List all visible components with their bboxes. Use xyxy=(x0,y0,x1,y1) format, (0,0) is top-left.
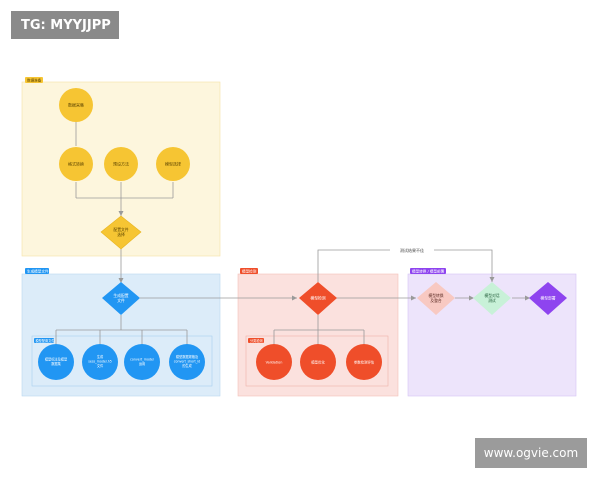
watermark-top-left: TG: MYYJJPP xyxy=(11,11,119,39)
node-transform: 模型转换 及整合 xyxy=(417,282,455,315)
svg-text:模型数据规格及: 模型数据规格及 xyxy=(176,354,199,359)
node-format: 格式转换 xyxy=(59,147,93,181)
svg-text:的生成: 的生成 xyxy=(182,363,192,368)
group-gen-sub-tag xyxy=(34,338,54,343)
svg-text:测试: 测试 xyxy=(488,298,496,303)
group-gen-label: 生成模型文件 xyxy=(27,269,49,274)
svg-text:sess_model.h5: sess_model.h5 xyxy=(88,360,112,364)
node-method: 预设方法 xyxy=(104,147,138,181)
group-gen-tag xyxy=(25,268,49,274)
svg-text:convert_model: convert_model xyxy=(130,358,154,362)
feedback-label-bg xyxy=(390,245,434,255)
connectors xyxy=(55,122,530,345)
node-deploy-test: 模型对话 测试 xyxy=(473,282,511,315)
svg-text:运用: 运用 xyxy=(139,361,145,366)
node-collect: 数据采集 xyxy=(59,88,93,122)
group-prep-label: 数据准备 xyxy=(27,78,42,83)
group-convert xyxy=(407,273,577,397)
group-check-sub-label: 分类检测 xyxy=(250,338,263,343)
group-gen-sub xyxy=(31,335,213,387)
node-c3: convert_model 运用 xyxy=(124,344,160,380)
node-d3: 参数检测评估 xyxy=(346,344,382,380)
group-check-sub-tag xyxy=(248,338,264,343)
group-prep xyxy=(21,81,221,257)
node-d2: 模型优化 xyxy=(300,344,336,380)
svg-text:模型优化: 模型优化 xyxy=(311,360,325,365)
svg-text:参数检测评估: 参数检测评估 xyxy=(354,360,375,365)
svg-text:选择: 选择 xyxy=(117,232,125,237)
svg-text:模型部署: 模型部署 xyxy=(540,296,555,301)
svg-text:Validation: Validation xyxy=(266,361,283,365)
node-c1: 模型标注及模型 数据集 xyxy=(38,344,74,380)
svg-text:模型检测: 模型检测 xyxy=(310,296,325,301)
group-gen-sub-label: 模型配置文件 xyxy=(36,338,56,343)
group-prep-tag xyxy=(25,77,43,83)
svg-text:数据采集: 数据采集 xyxy=(68,102,84,108)
node-d1: Validation xyxy=(256,344,292,380)
group-convert-tag xyxy=(410,268,446,274)
group-check-tag xyxy=(240,268,258,274)
svg-text:模型转换: 模型转换 xyxy=(428,293,443,298)
svg-text:convert_short_id: convert_short_id xyxy=(174,360,200,364)
node-c4: 模型数据规格及 convert_short_id 的生成 xyxy=(169,344,205,380)
svg-text:模型标注及模型: 模型标注及模型 xyxy=(45,357,68,362)
svg-text:配置文件: 配置文件 xyxy=(113,227,128,232)
group-check-sub xyxy=(245,335,389,387)
svg-text:文件: 文件 xyxy=(117,298,125,303)
group-convert-label: 模型转换 / 模型部署 xyxy=(412,269,445,274)
watermark-bottom-right: www.ogvie.com xyxy=(475,438,587,468)
node-select: 模型选择 xyxy=(156,147,190,181)
feedback-label: 测试结果不佳 xyxy=(400,247,424,253)
arrow-heads xyxy=(118,211,530,301)
svg-text:格式转换: 格式转换 xyxy=(68,161,84,167)
svg-text:生成配置: 生成配置 xyxy=(113,293,128,298)
svg-text:模型选择: 模型选择 xyxy=(165,161,181,167)
svg-text:预设方法: 预设方法 xyxy=(113,161,129,167)
node-generate: 生成配置 文件 xyxy=(102,282,140,315)
svg-text:模型对话: 模型对话 xyxy=(484,293,499,298)
group-check xyxy=(237,273,399,397)
node-c2: 生成 sess_model.h5 文件 xyxy=(82,344,118,380)
node-detect: 模型检测 xyxy=(299,282,337,315)
group-gen xyxy=(21,273,221,397)
svg-text:及整合: 及整合 xyxy=(430,298,442,303)
group-check-label: 模型检测 xyxy=(242,269,257,274)
node-config: 配置文件 选择 xyxy=(100,215,142,250)
svg-text:数据集: 数据集 xyxy=(51,361,61,366)
svg-text:生成: 生成 xyxy=(97,354,104,359)
node-deploy: 模型部署 xyxy=(529,282,567,315)
svg-text:文件: 文件 xyxy=(97,363,104,368)
